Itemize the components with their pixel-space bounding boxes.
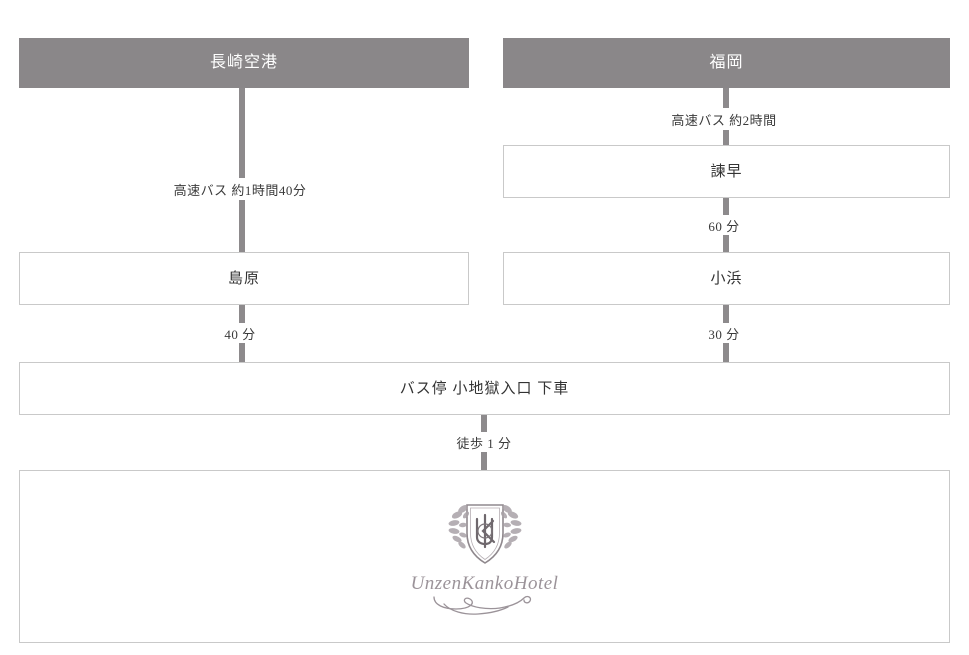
connector-label-text: 30 分	[708, 326, 740, 342]
connector-label-text: 40 分	[224, 326, 256, 342]
station-box-shimabara: 島原	[19, 252, 469, 305]
header-nagasaki-airport-label: 長崎空港	[209, 54, 278, 72]
connector-nagasaki-to-shimabara	[239, 88, 245, 252]
hotel-wordmark: UnzenKankoHotel	[410, 572, 559, 594]
station-box-bus-stop-label: バス停 小地獄入口 下車	[399, 380, 570, 397]
station-box-shimabara-label: 島原	[227, 270, 260, 287]
connector-label-fukuoka-to-isahaya: 高速バス 約2時間	[648, 108, 800, 130]
station-box-obama: 小浜	[503, 252, 950, 305]
connector-label-text: 高速バス 約1時間40分	[173, 182, 307, 198]
header-nagasaki-airport: 長崎空港	[19, 38, 469, 88]
connector-label-text: 高速バス 約2時間	[671, 112, 777, 128]
flourish-icon	[432, 595, 531, 615]
destination-hotel-box: UnzenKankoHotel	[19, 470, 950, 643]
connector-label-walk: 徒歩 1 分	[444, 432, 524, 452]
header-fukuoka-label: 福岡	[709, 54, 744, 72]
connector-label-nagasaki-to-shimabara: 高速バス 約1時間40分	[140, 178, 340, 200]
hotel-logo: UnzenKankoHotel	[411, 495, 559, 619]
connector-label-text: 徒歩 1 分	[456, 435, 512, 451]
station-box-obama-label: 小浜	[710, 270, 743, 287]
connector-label-obama-to-busstop: 30 分	[684, 323, 764, 343]
connector-label-isahaya-to-obama: 60 分	[685, 215, 763, 235]
hotel-crest-icon	[448, 503, 521, 564]
header-fukuoka: 福岡	[503, 38, 950, 88]
connector-label-shimabara-to-busstop: 40 分	[199, 323, 281, 343]
station-box-isahaya-label: 諫早	[710, 163, 743, 180]
station-box-bus-stop: バス停 小地獄入口 下車	[19, 362, 950, 415]
connector-label-text: 60 分	[708, 218, 740, 234]
station-box-isahaya: 諫早	[503, 145, 950, 198]
